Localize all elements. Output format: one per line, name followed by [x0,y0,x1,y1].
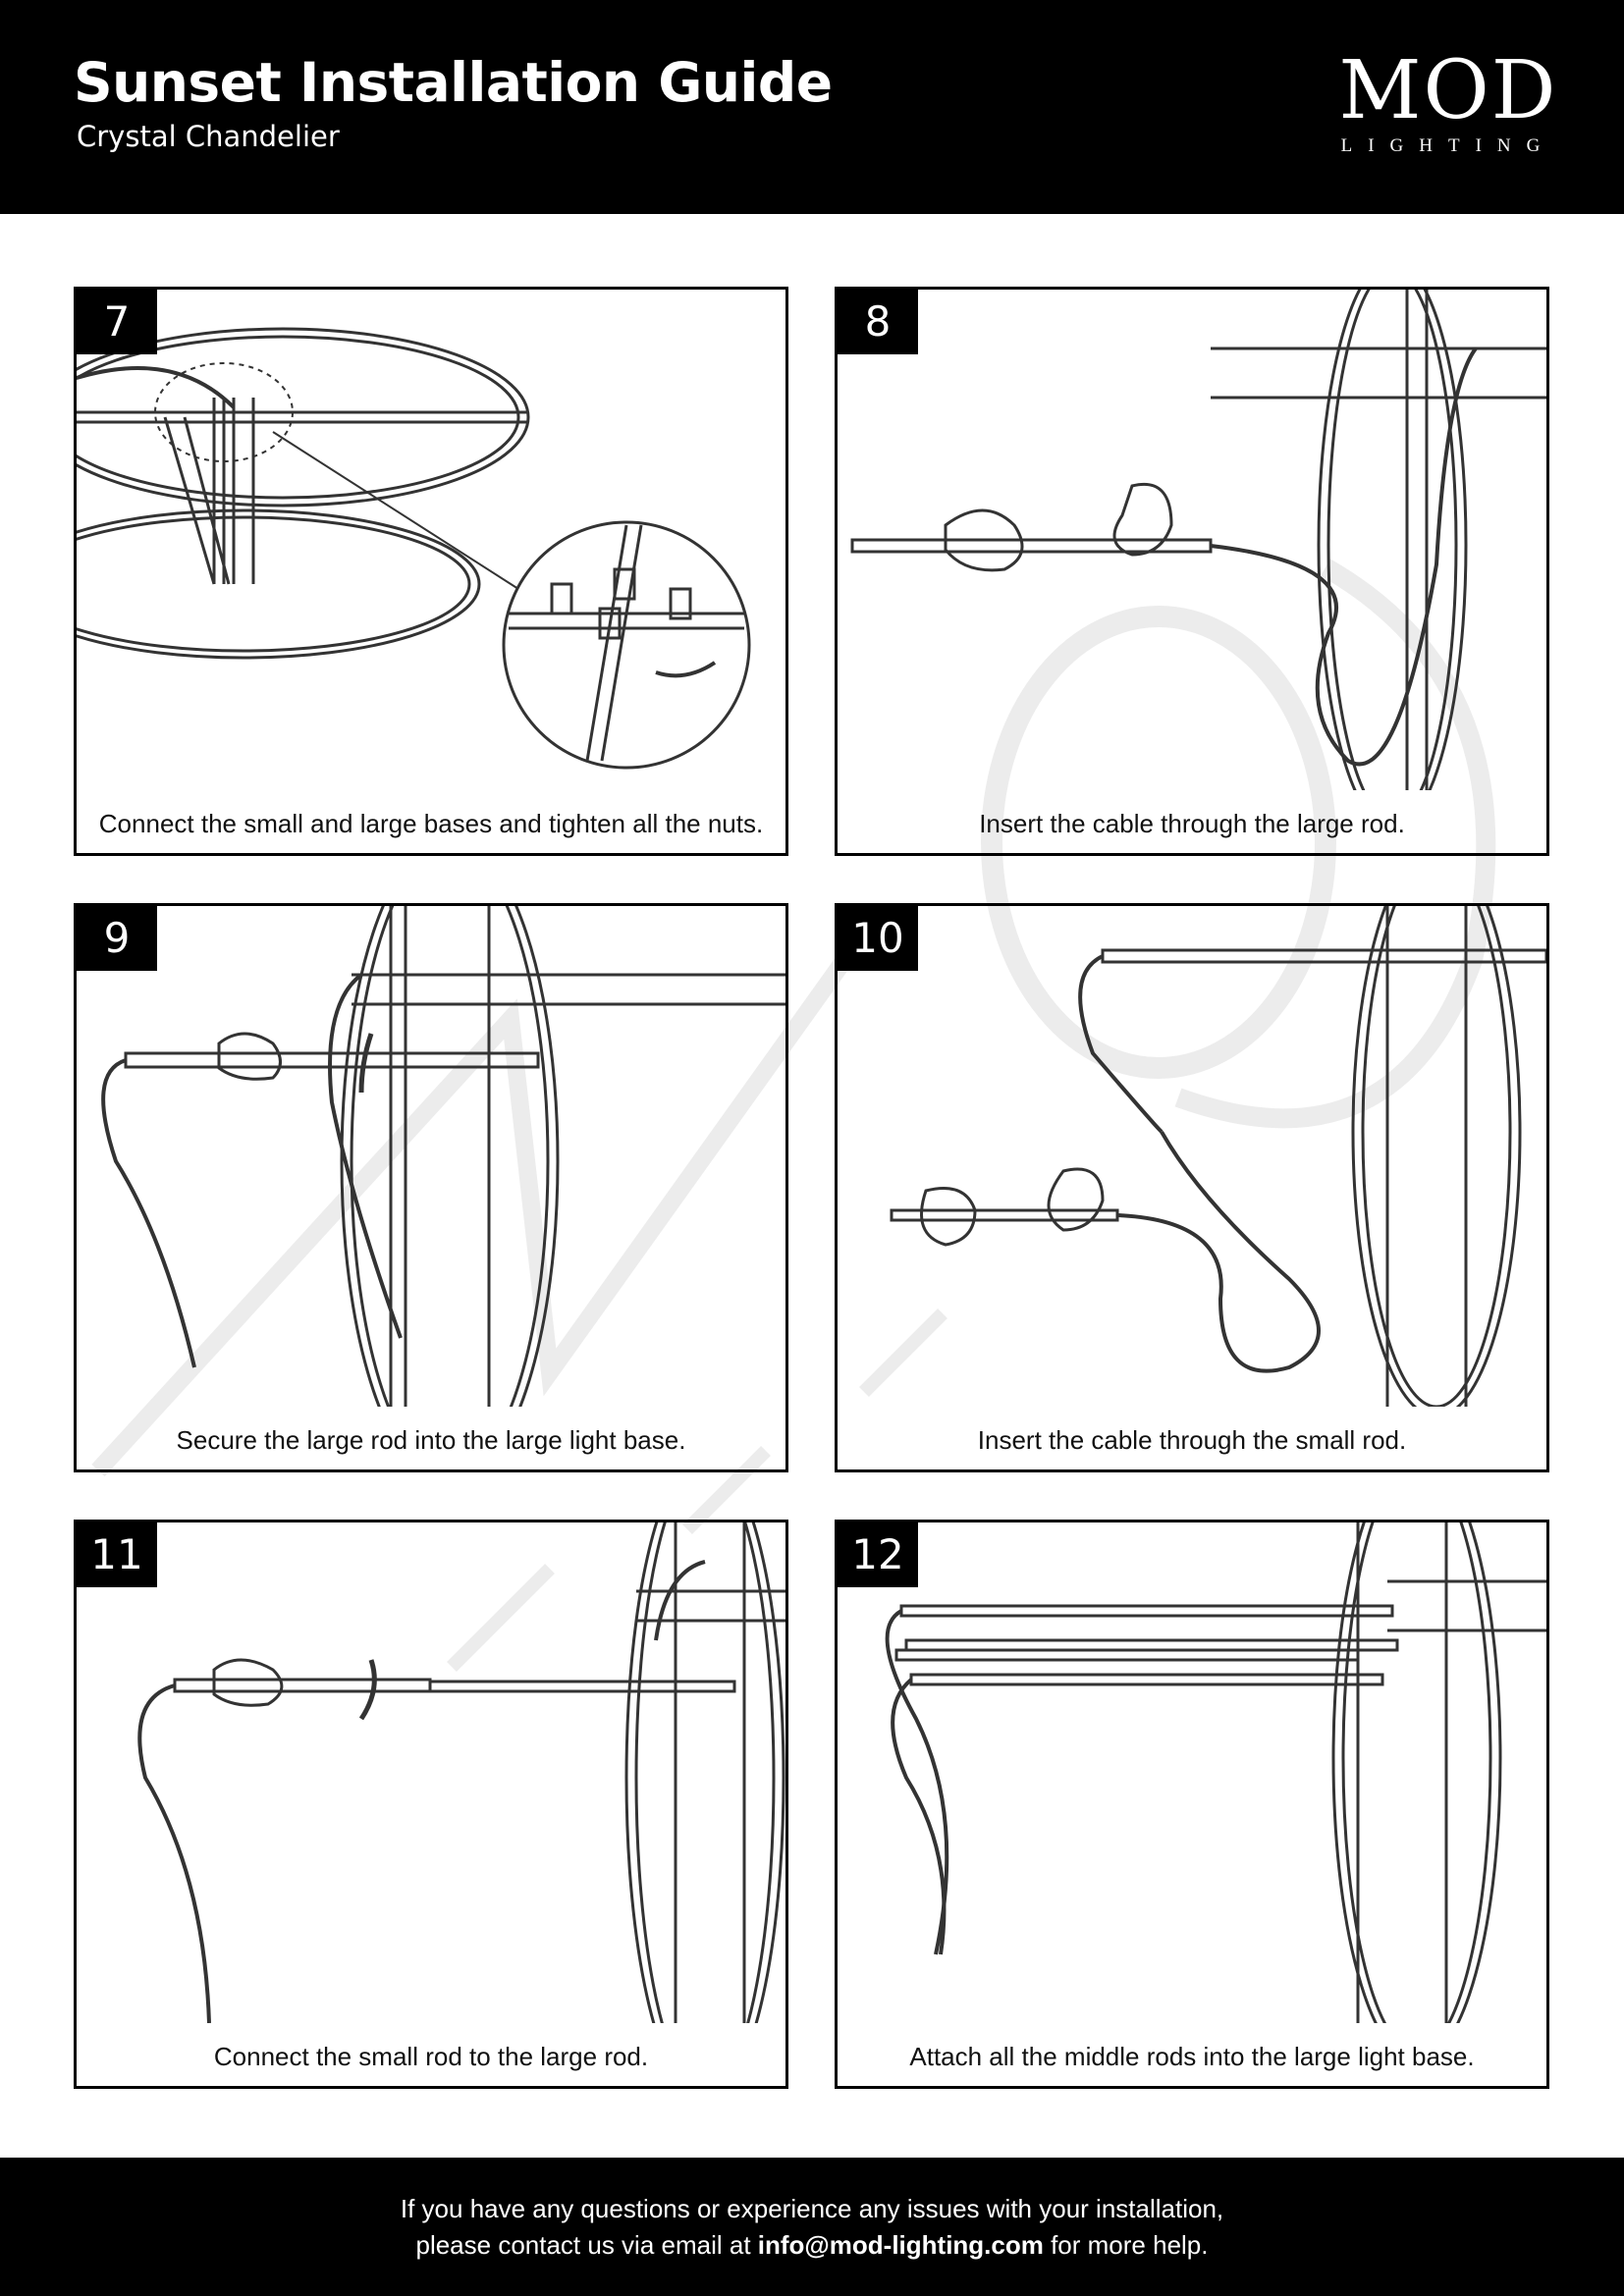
footer-line-1: If you have any questions or experience … [400,2194,1224,2223]
step-panel-10: 10 Insert the cable through the small ro… [835,903,1549,1472]
step-illustration [850,290,1546,790]
step-illustration [885,1522,1546,2023]
step-illustration [101,906,785,1407]
step-caption: Insert the cable through the small rod. [977,1425,1407,1455]
page-header: Sunset Installation Guide Crystal Chande… [0,0,1624,214]
brand-logo: MOD LIGHTING [1335,51,1561,159]
footer-line-2-pre: please contact us via email at [415,2230,758,2260]
step-number: 9 [77,906,157,971]
page-footer: If you have any questions or experience … [0,2158,1624,2296]
step-number: 7 [77,290,157,354]
step-panel-8: 8 Insert the cable through the large rod… [835,287,1549,856]
page-subtitle: Crystal Chandelier [77,120,340,153]
step-illustration [137,1522,785,2023]
step-number: 8 [838,290,918,354]
step-caption: Connect the small and large bases and ti… [98,809,764,838]
step-caption: Secure the large rod into the large ligh… [176,1425,686,1455]
step-panel-9: 9 Secure the large rod into the large li… [74,903,788,1472]
step-panel-7: 7 Connect the small and large bases and … [74,287,788,856]
step-panel-11: 11 Connect the small rod to the large ro… [74,1520,788,2089]
logo-subtext: LIGHTING [1340,135,1556,156]
step-caption: Connect the small rod to the large rod. [213,2042,649,2071]
step-caption: Attach all the middle rods into the larg… [909,2042,1475,2071]
step-panel-12: 12 Attach all the middle rods into the l… [835,1520,1549,2089]
step-illustration [890,906,1546,1407]
logo-mark: MOD [1338,44,1558,137]
page-title: Sunset Installation Guide [74,51,833,114]
support-email-link[interactable]: info@mod-lighting.com [757,2230,1044,2260]
footer-line-2: please contact us via email at info@mod-… [0,2227,1624,2264]
step-illustration [77,327,751,770]
step-number: 12 [838,1522,918,1587]
footer-line-2-post: for more help. [1043,2230,1209,2260]
step-caption: Insert the cable through the large rod. [979,809,1405,838]
step-number: 11 [77,1522,157,1587]
step-number: 10 [838,906,918,971]
